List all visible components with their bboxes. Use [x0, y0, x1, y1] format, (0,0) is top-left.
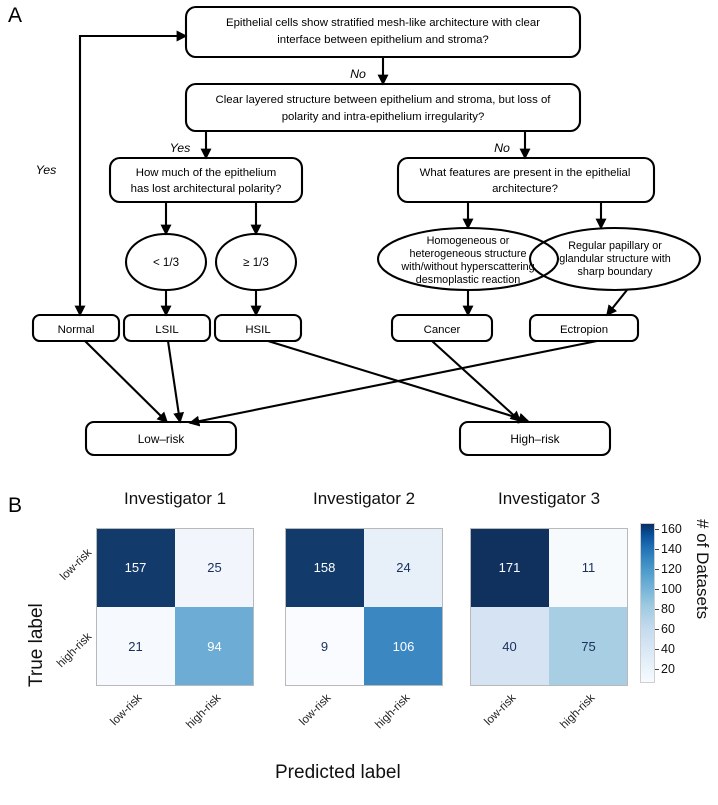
- edge-label-no-top: No: [350, 67, 366, 81]
- colorbar-tick-40: 40: [661, 642, 675, 656]
- matrix-cell-2-0-0: 171: [470, 528, 549, 607]
- colorbar-gradient: [640, 523, 655, 683]
- x-tick-1-low-risk: low-risk: [297, 692, 334, 729]
- node-normal-label: Normal: [58, 324, 95, 336]
- panel-a-letter: A: [8, 4, 23, 27]
- matrix-cell-2-0-1: 11: [549, 528, 628, 607]
- y-tick-high-risk: high-risk: [55, 630, 95, 670]
- matrix-cell-0-1-1: 94: [175, 607, 254, 686]
- node-regular-line1: Regular papillary or: [568, 240, 662, 252]
- node-ge-third-label: ≥ 1/3: [243, 256, 269, 269]
- x-tick-0-low-risk: low-risk: [108, 692, 145, 729]
- node-q4-line2: architecture?: [492, 183, 558, 195]
- flowchart-diagram: Epithelial cells show stratified mesh-li…: [31, 5, 702, 457]
- node-homogeneous-line1: Homogeneous or: [427, 235, 510, 247]
- node-homogeneous-ellipse: [376, 226, 560, 292]
- node-cancer-label: Cancer: [424, 324, 461, 336]
- matrix-cell-2-1-0: 40: [470, 607, 549, 686]
- y-tick-low-risk: low-risk: [58, 546, 95, 583]
- node-lt-third-label: < 1/3: [153, 256, 179, 269]
- x-tick-1-high-risk: high-risk: [373, 692, 413, 732]
- node-ge-third-ellipse: [214, 232, 298, 292]
- node-q2-box: [184, 82, 582, 133]
- node-homogeneous-line3: with/without hyperscattering: [400, 261, 534, 273]
- matrix-cell-0-1-0: 21: [96, 607, 175, 686]
- colorbar-tick-160: 160: [661, 522, 682, 536]
- matrix-title-investigator-1: Investigator 1: [123, 489, 227, 508]
- node-hsil-label: HSIL: [245, 324, 270, 336]
- edge-label-yes-left: Yes: [36, 163, 57, 177]
- node-q2-line1: Clear layered structure between epitheli…: [216, 94, 552, 106]
- node-cancer-box: [390, 313, 494, 343]
- matrix-cell-1-0-1: 24: [364, 528, 443, 607]
- node-highrisk-label: High–risk: [510, 432, 559, 446]
- colorbar-tick-140: 140: [661, 542, 682, 556]
- matrix-cell-0-0-1: 25: [175, 528, 254, 607]
- node-q4-box: [396, 156, 656, 204]
- flow-edges: [74, 30, 628, 427]
- node-lsil-label: LSIL: [155, 324, 178, 336]
- x-tick-0-high-risk: high-risk: [184, 692, 224, 732]
- matrix-cell-1-1-1: 106: [364, 607, 443, 686]
- matrix-cell-0-0-0: 157: [96, 528, 175, 607]
- node-lsil-box: [122, 313, 212, 343]
- matrix-title-investigator-3: Investigator 3: [497, 489, 601, 508]
- colorbar-tick-80: 80: [661, 602, 675, 616]
- node-ectropion-label: Ectropion: [560, 324, 608, 336]
- x-axis-title: Predicted label: [275, 762, 401, 783]
- colorbar-tick-20: 20: [661, 662, 675, 676]
- flow-nodes: [31, 5, 702, 457]
- node-homogeneous-line2: heterogeneous structure: [409, 248, 526, 260]
- node-hsil-box: [213, 313, 303, 343]
- matrix-cell-2-1-1: 75: [549, 607, 628, 686]
- colorbar-tick-120: 120: [661, 562, 682, 576]
- matrix-cell-1-0-0: 158: [285, 528, 364, 607]
- edge-label-yes-mid: Yes: [170, 141, 191, 155]
- node-regular-ellipse: [528, 226, 702, 292]
- colorbar-tick-60: 60: [661, 622, 675, 636]
- node-q3-line1: How much of the epithelium: [136, 167, 277, 179]
- node-ectropion-box: [528, 313, 640, 343]
- x-tick-2-low-risk: low-risk: [482, 692, 519, 729]
- node-q3-box: [108, 156, 304, 204]
- node-regular-line2: glandular structure with: [559, 253, 671, 265]
- x-tick-2-high-risk: high-risk: [558, 692, 598, 732]
- y-axis-title: True label: [26, 603, 47, 687]
- matrix-title-investigator-2: Investigator 2: [312, 489, 416, 508]
- edge-label-no-right: No: [494, 141, 510, 155]
- node-q3-line2: has lost architectural polarity?: [131, 183, 282, 195]
- node-q2-line2: polarity and intra-epithelium irregulari…: [282, 111, 485, 123]
- matrix-cell-1-1-0: 9: [285, 607, 364, 686]
- node-q1-line1: Epithelial cells show stratified mesh-li…: [226, 17, 540, 29]
- node-regular-line3: sharp boundary: [577, 266, 653, 278]
- node-q1-line2: interface between epithelium and stroma?: [277, 34, 488, 46]
- node-highrisk-box: [458, 420, 612, 457]
- node-q4-line1: What features are present in the epithel…: [420, 167, 631, 179]
- colorbar-title: # of Datasets: [693, 519, 712, 620]
- node-lowrisk-label: Low–risk: [138, 432, 185, 446]
- colorbar-tick-100: 100: [661, 582, 682, 596]
- node-lowrisk-box: [84, 420, 238, 457]
- node-homogeneous-line4: desmoplastic reaction: [416, 274, 520, 286]
- confusion-matrix-panel: True label Predicted label low-risk high…: [0, 487, 718, 805]
- node-q1-box: [184, 5, 582, 59]
- panel-b-letter: B: [8, 494, 23, 517]
- node-lt-third-ellipse: [124, 232, 208, 292]
- node-normal-box: [31, 313, 121, 343]
